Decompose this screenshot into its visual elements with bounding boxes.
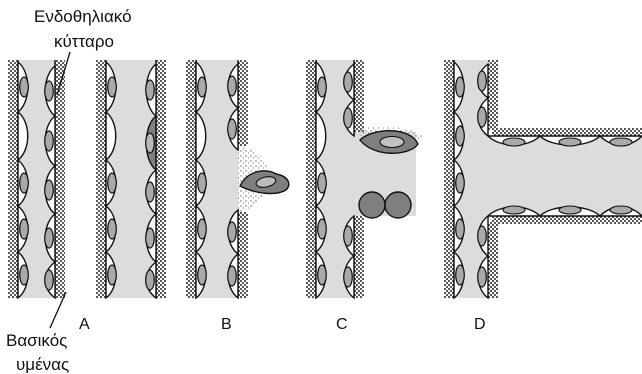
basement-membrane-left xyxy=(8,60,18,298)
cell-nucleus xyxy=(456,219,465,239)
cell-nucleus xyxy=(503,138,525,146)
cell-nucleus xyxy=(478,226,487,246)
basement-membrane-label-line2: υμένας xyxy=(16,355,69,374)
cell-nucleus xyxy=(228,119,237,139)
cell-nucleus xyxy=(20,219,29,239)
basement-membrane-right-lower xyxy=(488,222,498,298)
cell-nucleus xyxy=(318,219,327,239)
cell-nucleus xyxy=(478,107,487,127)
cell-nucleus xyxy=(228,76,237,96)
dividing-cell-left xyxy=(359,192,385,218)
cell-nucleus xyxy=(344,226,353,246)
vessel-panel-branch xyxy=(444,60,642,298)
cell-nucleus xyxy=(610,138,632,146)
cell-nucleus xyxy=(45,180,54,200)
basement-membrane-right xyxy=(156,60,166,298)
cell-nucleus xyxy=(108,219,117,239)
stage-label-a: A xyxy=(79,316,90,333)
cell-nucleus xyxy=(503,206,525,214)
basement-membrane-label-line1: Βασικός xyxy=(6,331,67,350)
cell-nucleus xyxy=(45,228,54,248)
cell-nucleus xyxy=(108,173,117,193)
cell-nucleus xyxy=(146,182,155,202)
basement-membrane-left xyxy=(306,60,316,298)
cell-nucleus xyxy=(45,81,54,101)
stage-label-c: C xyxy=(336,316,348,333)
cell-nucleus xyxy=(198,265,207,285)
cell-nucleus xyxy=(318,265,327,285)
basement-membrane-right-upper xyxy=(354,60,364,132)
cell-nucleus xyxy=(146,228,155,248)
cell-nucleus xyxy=(198,77,207,97)
cell-nucleus xyxy=(198,173,207,193)
cell-nucleus xyxy=(559,138,581,146)
endothelial-cell-label-line2: κύτταρο xyxy=(54,32,114,51)
endothelial-cell-label-line1: Ενδοθηλιακό xyxy=(34,7,132,26)
cell-nucleus xyxy=(380,137,404,148)
dividing-cell-right xyxy=(385,192,411,218)
vessel-panel-d xyxy=(306,60,420,298)
cell-nucleus xyxy=(318,77,327,97)
stage-label-d: D xyxy=(474,316,486,333)
cell-nucleus xyxy=(45,270,54,290)
cell-nucleus xyxy=(344,267,353,287)
basement-membrane-right-upper xyxy=(238,60,248,146)
cell-nucleus xyxy=(478,267,487,287)
vessel-panel-c xyxy=(186,60,289,298)
branch-membrane-top xyxy=(492,128,642,136)
basement-membrane-left xyxy=(444,60,454,298)
cell-nucleus xyxy=(456,77,465,97)
cell-nucleus xyxy=(456,173,465,193)
cell-nucleus xyxy=(318,173,327,193)
branch-lumen xyxy=(488,136,642,216)
basement-membrane-right-upper xyxy=(488,60,498,130)
cell-nucleus xyxy=(228,222,237,242)
basement-membrane-left xyxy=(186,60,196,298)
cell-nucleus xyxy=(344,72,353,92)
cell-nucleus xyxy=(456,265,465,285)
cell-nucleus xyxy=(20,173,29,193)
cell-nucleus xyxy=(228,266,237,286)
cell-nucleus xyxy=(478,71,487,91)
cell-nucleus xyxy=(20,77,29,97)
cell-nucleus xyxy=(146,80,155,100)
cell-nucleus xyxy=(559,206,581,214)
cell-nucleus xyxy=(610,206,632,214)
cell-nucleus xyxy=(456,126,465,146)
basement-membrane-right xyxy=(55,60,65,298)
cell-nucleus xyxy=(344,108,353,128)
stage-label-b: B xyxy=(221,316,232,333)
vessel-panel-b xyxy=(96,60,166,298)
cell-nucleus xyxy=(198,219,207,239)
basement-membrane-left xyxy=(96,60,106,298)
basement-membrane-label: Βασικός υμένας xyxy=(6,292,69,374)
cell-nucleus xyxy=(20,265,29,285)
cell-nucleus xyxy=(45,131,54,151)
cell-nucleus xyxy=(108,265,117,285)
cell-nucleus xyxy=(108,77,117,97)
cell-nucleus xyxy=(146,270,155,290)
basement-membrane-right-lower xyxy=(354,216,364,298)
cell-nucleus xyxy=(146,133,155,153)
vessel-panel-a xyxy=(8,60,65,298)
basement-membrane-right-lower xyxy=(238,212,248,298)
branch-membrane-bottom xyxy=(492,216,642,224)
